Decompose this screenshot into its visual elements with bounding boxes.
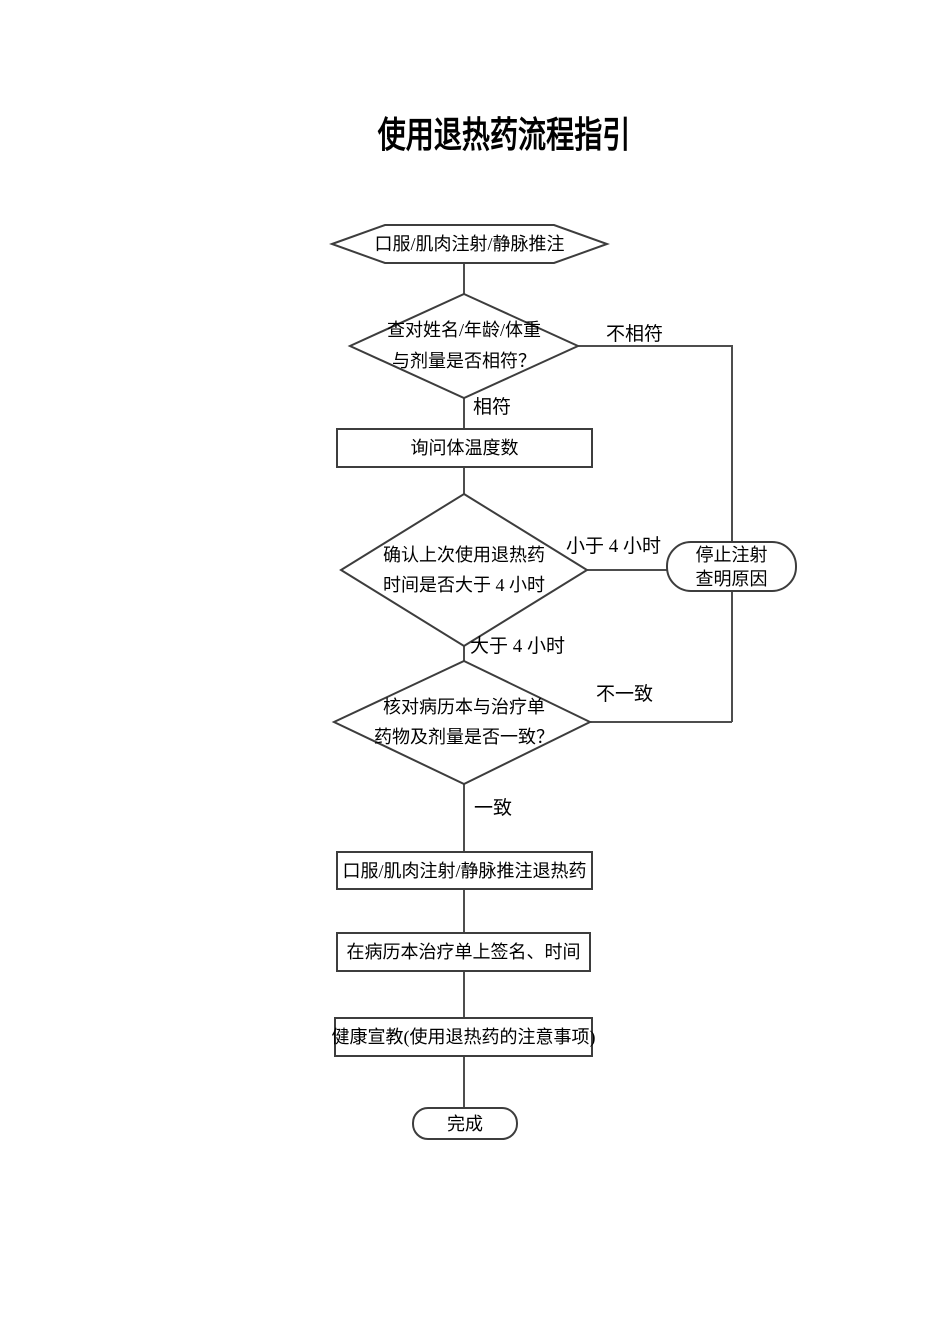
end-stadium [412, 1107, 518, 1140]
administer-label: 口服/肌肉注射/静脉推注退热药 [342, 860, 587, 881]
start-node-label: 口服/肌肉注射/静脉推注 [374, 234, 565, 254]
verify-record-line1: 核对病历本与治疗单 [383, 697, 545, 717]
edge-label-less-than-4h: 小于 4 小时 [566, 536, 662, 557]
check-identity-label: 查对姓名/年龄/体重 与剂量是否相符？ [349, 315, 579, 377]
health-education-label: 健康宣教(使用退热药的注意事项) [331, 1027, 596, 1047]
confirm-interval-line2: 时间是否大于 4 小时 [383, 575, 545, 595]
check-identity-line1: 查对姓名/年龄/体重 [386, 320, 541, 340]
edge-mismatch-to-stop [578, 345, 733, 542]
edge-label-match: 相符 [473, 397, 512, 418]
edge-label-mismatch: 不相符 [606, 324, 664, 345]
end-node-label: 完成 [447, 1113, 483, 1134]
edge-label-inconsistent: 不一致 [596, 684, 654, 705]
page-title-text: 使用退热药流程指引 [377, 114, 631, 155]
sign-record-label: 在病历本治疗单上签名、时间 [346, 942, 581, 962]
stop-injection-line2: 查明原因 [695, 568, 768, 589]
stop-injection-label: 停止注射 查明原因 [667, 542, 796, 591]
connector-lines [463, 263, 733, 1108]
verify-record-diamond [331, 659, 593, 786]
administer-rect [336, 851, 593, 890]
start-hexagon [329, 224, 610, 264]
flowchart-shapes [329, 224, 797, 1140]
sign-record-rect [336, 932, 591, 972]
ask-temperature-label: 询问体温度数 [410, 438, 519, 458]
check-identity-line2: 与剂量是否相符？ [392, 351, 536, 371]
confirm-interval-line1: 确认上次使用退热药 [383, 545, 545, 565]
stop-injection-line1: 停止注射 [695, 544, 768, 565]
edge-label-greater-than-4h: 大于 4 小时 [470, 636, 566, 657]
stop-injection-stadium [666, 541, 797, 592]
edge-label-consistent: 一致 [474, 798, 513, 819]
verify-record-label: 核对病历本与治疗单 药物及剂量是否一致？ [349, 692, 579, 752]
verify-record-line2: 药物及剂量是否一致？ [374, 727, 554, 747]
ask-temperature-rect [336, 428, 593, 468]
confirm-interval-diamond [339, 492, 589, 648]
confirm-interval-label: 确认上次使用退热药 时间是否大于 4 小时 [354, 540, 574, 600]
health-education-rect [334, 1017, 593, 1057]
page-title: 使用退热药流程指引 [342, 112, 642, 158]
check-identity-diamond [347, 292, 581, 400]
